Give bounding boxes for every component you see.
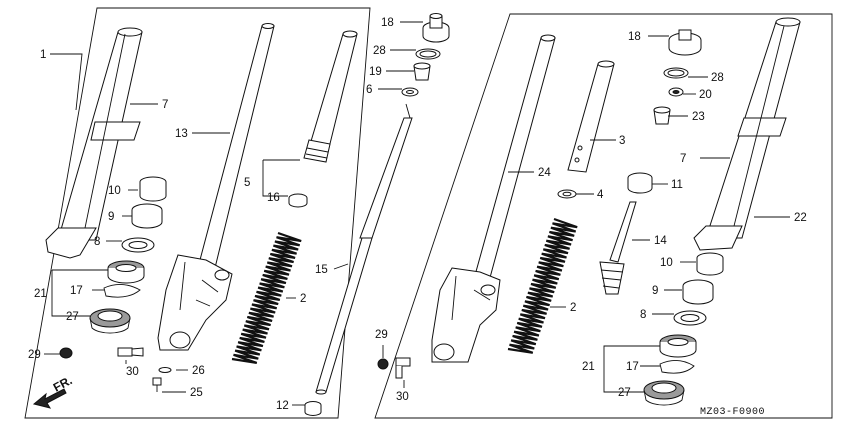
callout-19: 19 bbox=[369, 66, 382, 78]
socket-bolt-30-right bbox=[395, 357, 411, 379]
callout-9-left: 9 bbox=[108, 211, 114, 223]
callout-27-left: 27 bbox=[66, 311, 79, 323]
callout-10-left: 10 bbox=[108, 185, 121, 197]
o-ring-28-right bbox=[663, 67, 689, 79]
washer-6-left bbox=[401, 87, 419, 97]
callout-28-right: 28 bbox=[711, 72, 724, 84]
callout-6: 6 bbox=[366, 84, 372, 96]
callout-21-right: 21 bbox=[582, 361, 595, 373]
plug-29-left bbox=[59, 347, 73, 359]
callout-23: 23 bbox=[692, 111, 705, 123]
oil-seal-10-left bbox=[139, 176, 167, 202]
callout-7-left: 7 bbox=[162, 99, 168, 111]
callout-11: 11 bbox=[671, 179, 683, 191]
ring-8-left bbox=[121, 237, 155, 253]
callout-1: 1 bbox=[40, 49, 46, 61]
callout-29-right: 29 bbox=[375, 329, 388, 341]
callout-8-right: 8 bbox=[640, 309, 646, 321]
callout-16: 16 bbox=[267, 192, 280, 204]
piston-rod-right bbox=[599, 201, 637, 295]
bushing-11-right bbox=[627, 172, 653, 194]
left-panel-outline bbox=[24, 7, 371, 419]
washer-4-right bbox=[557, 189, 577, 199]
o-ring-28-left bbox=[415, 48, 441, 60]
right-panel-outline bbox=[374, 13, 833, 419]
fork-rod-left bbox=[315, 103, 413, 395]
callout-27-right: 27 bbox=[618, 387, 631, 399]
callout-4: 4 bbox=[597, 189, 604, 201]
spacer-19-left bbox=[413, 62, 431, 81]
callout-28-left: 28 bbox=[373, 45, 386, 57]
dust-seal-27-right bbox=[643, 380, 685, 406]
damper-tube-right bbox=[567, 60, 615, 173]
front-direction-arrow bbox=[32, 388, 67, 409]
inner-fork-tube-right bbox=[431, 34, 556, 363]
callout-13: 13 bbox=[175, 128, 188, 140]
callout-29-left: 29 bbox=[28, 349, 41, 361]
spring-left bbox=[231, 231, 302, 364]
callout-22: 22 bbox=[794, 212, 807, 224]
callout-17-left: 17 bbox=[70, 285, 83, 297]
callout-25: 25 bbox=[190, 387, 203, 399]
inner-fork-tube-left bbox=[157, 23, 275, 351]
spring-right bbox=[507, 217, 578, 354]
callout-3: 3 bbox=[619, 135, 625, 147]
drain-bolt-25-left bbox=[152, 377, 162, 392]
ring-8-right bbox=[673, 310, 707, 326]
callout-2-left: 2 bbox=[300, 293, 306, 305]
callout-5: 5 bbox=[244, 177, 250, 189]
dust-seal-27-left bbox=[89, 308, 131, 334]
washer-9-left bbox=[131, 203, 163, 229]
callout-2-right: 2 bbox=[570, 302, 576, 314]
nut-20-right bbox=[668, 87, 684, 97]
clip-17-right bbox=[659, 360, 695, 374]
callout-9-right: 9 bbox=[652, 285, 658, 297]
callout-8-left: 8 bbox=[94, 236, 100, 248]
washer-9-right bbox=[682, 279, 714, 305]
oil-seal-10-right bbox=[696, 252, 724, 276]
outer-fork-tube-left bbox=[45, 27, 143, 259]
callout-20: 20 bbox=[699, 89, 712, 101]
callout-30-right: 30 bbox=[396, 391, 409, 403]
socket-bolt-30-left bbox=[117, 347, 144, 357]
callout-18-left: 18 bbox=[381, 17, 394, 29]
bushing-21-left bbox=[107, 260, 145, 284]
cap-bolt-18-left bbox=[422, 13, 450, 43]
clip-17-left bbox=[103, 284, 141, 298]
leader-lines-left bbox=[44, 21, 423, 406]
callout-30-left: 30 bbox=[126, 366, 139, 378]
callout-26: 26 bbox=[192, 365, 205, 377]
bushing-16-left bbox=[288, 193, 308, 208]
callout-18-right: 18 bbox=[628, 31, 641, 43]
plug-29-right bbox=[377, 358, 389, 370]
callout-15: 15 bbox=[315, 264, 328, 276]
diagram-code: MZ03-F0900 bbox=[700, 407, 765, 418]
leader-lines-right bbox=[382, 35, 790, 393]
callout-17-right: 17 bbox=[626, 361, 639, 373]
washer-26-left bbox=[158, 367, 172, 373]
callout-12: 12 bbox=[276, 400, 289, 412]
bolt-12-left bbox=[304, 401, 322, 416]
spacer-23-right bbox=[653, 106, 671, 125]
callout-10-right: 10 bbox=[660, 257, 673, 269]
callout-21-left: 21 bbox=[34, 288, 47, 300]
outer-fork-tube-right bbox=[693, 17, 801, 251]
callout-14: 14 bbox=[654, 235, 667, 247]
callout-24: 24 bbox=[538, 167, 551, 179]
cap-bolt-18-right bbox=[668, 29, 702, 56]
damper-rod-left bbox=[303, 30, 358, 163]
callout-7-right: 7 bbox=[680, 153, 686, 165]
front-direction-label: FR. bbox=[51, 373, 75, 394]
bushing-21-right bbox=[659, 334, 697, 358]
